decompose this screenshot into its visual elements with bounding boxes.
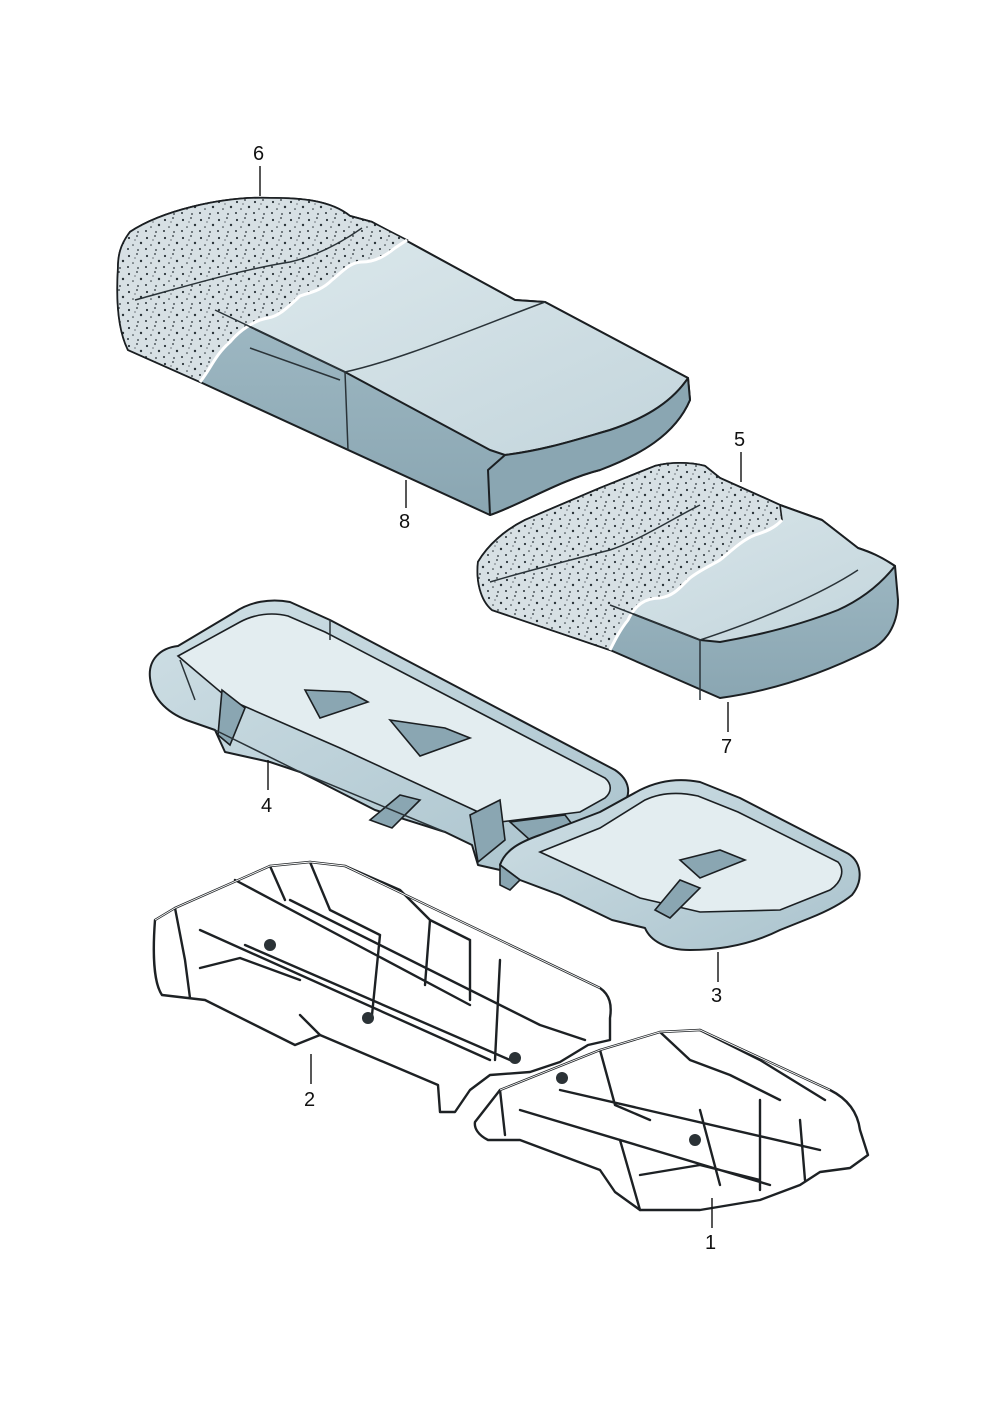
callout-label-3: 3: [711, 985, 722, 1007]
wire-frame-large-clip-2: [362, 1012, 374, 1024]
callout-3: 3: [711, 952, 722, 1007]
wire-frame-large-ribs: [173, 860, 587, 1062]
wire-frame-large-highlight: [154, 861, 601, 989]
callout-label-5: 5: [734, 429, 745, 451]
callout-5: 5: [734, 429, 745, 482]
callout-4: 4: [261, 760, 272, 817]
callout-6: 6: [253, 143, 264, 196]
callout-label-8: 8: [399, 511, 410, 533]
wire-frame-small-highlight: [499, 1029, 831, 1091]
wire-frame-small-ribs: [498, 1028, 827, 1212]
cushion-large-endcap: [487, 377, 691, 516]
cushion-small-seam: [489, 504, 859, 700]
cushion-small: [476, 462, 899, 700]
callout-1: 1: [705, 1198, 716, 1254]
callout-label-4: 4: [261, 795, 272, 817]
wire-frame-small: [473, 1028, 870, 1212]
seat-pan-large-edge: [179, 620, 446, 833]
wire-frame-small-outer: [473, 1028, 870, 1212]
callout-label-2: 2: [304, 1089, 315, 1111]
wire-frame-small-clip-2: [689, 1134, 701, 1146]
seat-pan-small-ribs: [499, 849, 748, 919]
seat-pan-small-inner: [537, 792, 843, 913]
cushion-large: [116, 196, 691, 516]
seat-pan-large-ribs: [217, 688, 577, 864]
seat-pan-small: [499, 779, 861, 951]
cushion-small-cut-edge: [608, 518, 784, 651]
callout-label-6: 6: [253, 143, 264, 165]
callout-8: 8: [399, 480, 410, 533]
wire-frame-small-clip-1: [556, 1072, 568, 1084]
wire-frame-large: [152, 860, 612, 1114]
wire-frame-large-clip-3: [509, 1052, 521, 1064]
callout-label-1: 1: [705, 1232, 716, 1254]
wire-frame-large-clip-1: [264, 939, 276, 951]
seat-pan-large: [148, 599, 630, 871]
callout-label-7: 7: [721, 736, 732, 758]
callout-2: 2: [304, 1054, 315, 1111]
callout-7: 7: [721, 702, 732, 758]
wire-frame-large-outer: [152, 860, 612, 1114]
cushion-large-seam: [134, 227, 546, 451]
seat-pan-large-inner: [176, 613, 612, 823]
cushion-large-cut-edge: [198, 238, 408, 383]
